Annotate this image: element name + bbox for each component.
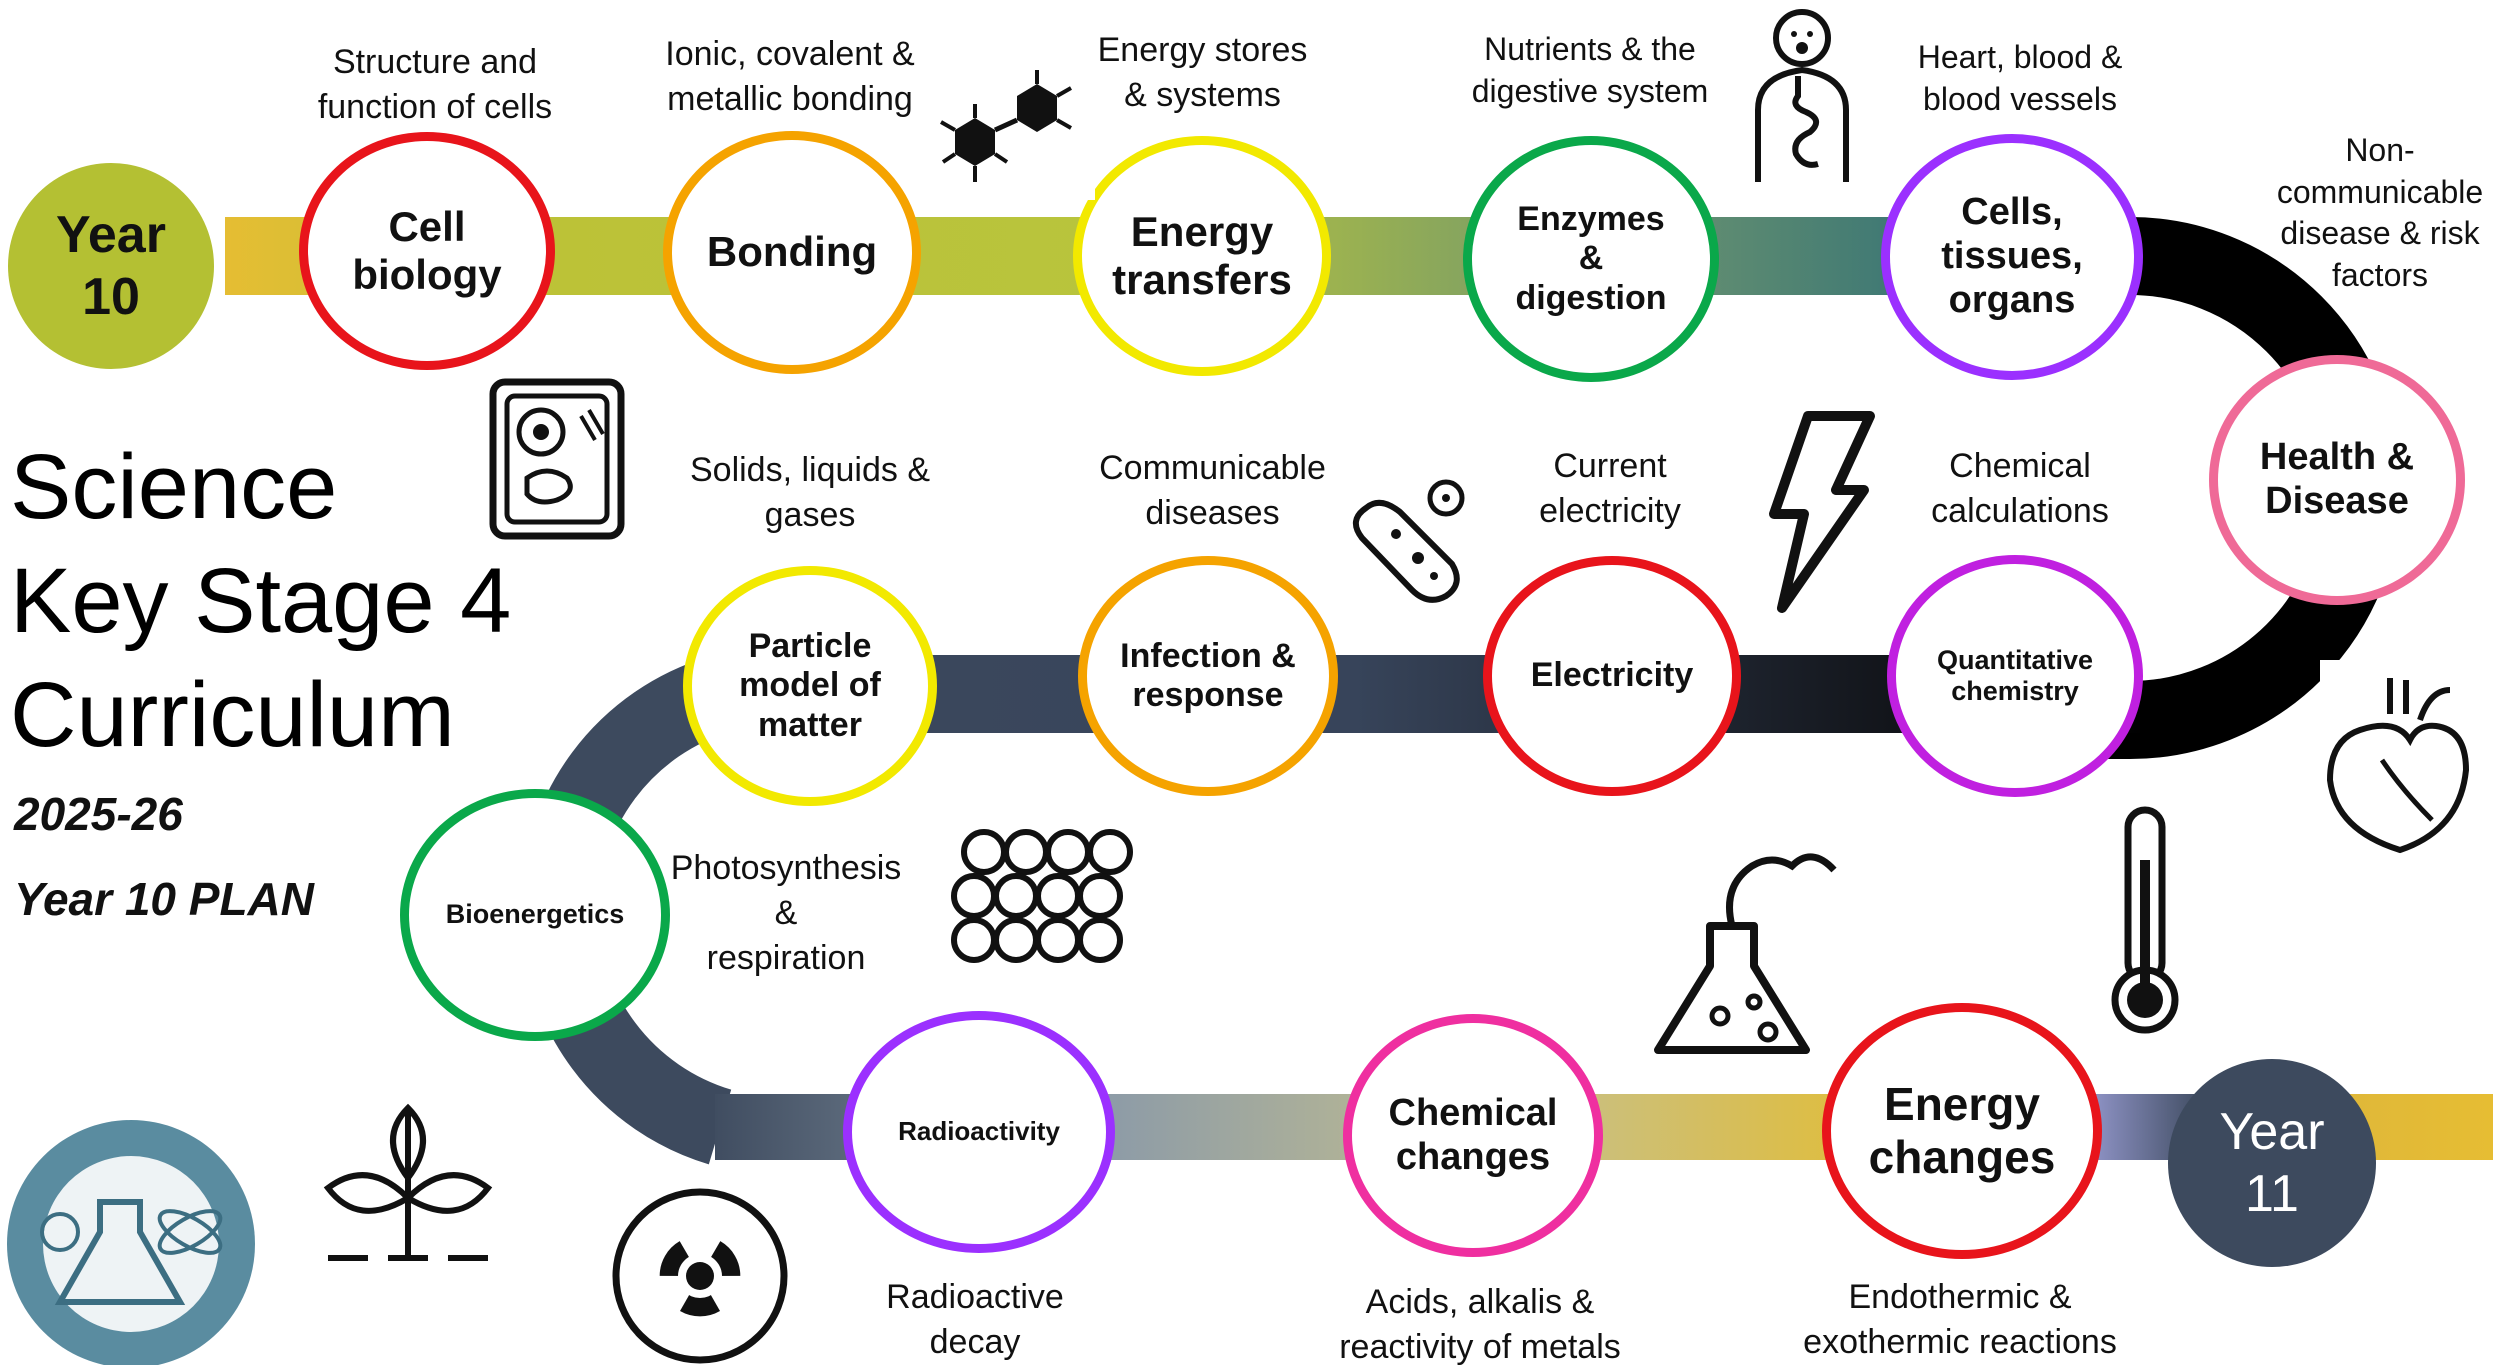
- bacteria-icon: [1340, 468, 1480, 618]
- caption-bonding: Ionic, covalent & metallic bonding: [665, 35, 915, 118]
- caption-bioenergetics: Photosynthesis & respiration: [670, 849, 902, 977]
- topic-infection-response: Infection & response: [1078, 556, 1338, 796]
- topic-particle-model: Particle model of matter: [683, 566, 937, 806]
- digestive-system-icon: [1742, 0, 1862, 190]
- title-line-3: Curriculum: [10, 664, 455, 766]
- topic-health-disease: Health & Disease: [2209, 355, 2465, 605]
- year-label: 2025-26: [14, 788, 183, 840]
- plan-label: Year 10 PLAN: [14, 873, 314, 925]
- caption-cell-biology: Structure and function of cells: [317, 43, 553, 126]
- topic-bonding: Bonding: [663, 131, 921, 374]
- caption-enzymes-digestion: Nutrients & the digestive system: [1471, 31, 1709, 110]
- heart-icon: [2320, 660, 2480, 860]
- topic-enzymes-digestion: Enzymes & digestion: [1463, 136, 1719, 382]
- thermometer-icon: [2100, 800, 2190, 1040]
- topic-cell-biology-label: Cell biology: [352, 202, 502, 298]
- topic-particle-model-label: Particle model of matter: [739, 627, 881, 744]
- year-10-line1: Year: [56, 205, 166, 264]
- topic-chemical-changes: Chemical changes: [1343, 1014, 1603, 1257]
- title-line-2: Key Stage 4: [10, 550, 512, 652]
- topic-bioenergetics: Bioenergetics: [400, 789, 670, 1041]
- year-10-line2: 10: [82, 268, 140, 326]
- caption-health-disease: Non- communicable disease & risk factors: [2276, 132, 2484, 293]
- caption-cells-tissues-organs: Heart, blood & blood vessels: [1917, 39, 2123, 118]
- topic-cells-tissues-organs-label: Cells, tissues, organs: [1941, 191, 2083, 321]
- plant-icon: [318, 1068, 498, 1268]
- topic-electricity-label: Electricity: [1530, 656, 1694, 695]
- topic-cells-tissues-organs: Cells, tissues, organs: [1881, 134, 2143, 380]
- topic-energy-changes: Energy changes: [1822, 1003, 2102, 1259]
- title-line-1: Science: [10, 436, 338, 538]
- caption-radioactivity: Radioactive decay: [886, 1278, 1064, 1361]
- caption-electricity: Current electricity: [1539, 447, 1681, 530]
- year-11-line1: Year: [2219, 1102, 2325, 1161]
- plant-cell-icon: [477, 366, 637, 552]
- flask-icon: [1650, 826, 1840, 1066]
- caption-energy-transfers: Energy stores & systems: [1097, 31, 1308, 114]
- caption-particle-model: Solids, liquids & gases: [689, 451, 930, 534]
- topic-electricity: Electricity: [1483, 556, 1741, 796]
- page-title: Science Key Stage 4 Curriculum: [10, 430, 511, 772]
- topic-energy-transfers: Energy transfers: [1073, 136, 1331, 376]
- topic-radioactivity-label: Radioactivity: [898, 1116, 1060, 1147]
- topic-energy-transfers-label: Energy transfers: [1112, 207, 1292, 303]
- lightning-icon: [1752, 398, 1884, 618]
- caption-energy-changes: Endothermic & exothermic reactions: [1803, 1278, 2117, 1361]
- particle-lattice-icon: [938, 812, 1144, 980]
- radiation-icon: [610, 1186, 790, 1366]
- topic-quantitative-chemistry-label: Quantitative chemistry: [1936, 644, 2094, 706]
- year-11-line2: 11: [2245, 1165, 2299, 1223]
- topic-quantitative-chemistry: Quantitative chemistry: [1887, 555, 2143, 797]
- topic-infection-response-label: Infection & response: [1120, 636, 1296, 714]
- caption-quantitative-chemistry: Chemical calculations: [1931, 447, 2109, 530]
- caption-chemical-changes: Acids, alkalis & reactivity of metals: [1339, 1283, 1621, 1366]
- topic-health-disease-label: Health & Disease: [2259, 436, 2415, 522]
- molecule-icon: [915, 50, 1095, 200]
- topic-enzymes-digestion-label: Enzymes & digestion: [1515, 200, 1667, 317]
- topic-cell-biology: Cell biology: [299, 132, 555, 370]
- science-at-cansfield-logo: [0, 1112, 262, 1368]
- caption-infection-response: Communicable diseases: [1099, 449, 1326, 532]
- topic-energy-changes-label: Energy changes: [1868, 1078, 2056, 1183]
- topic-bioenergetics-label: Bioenergetics: [445, 899, 625, 930]
- topic-chemical-changes-label: Chemical changes: [1388, 1091, 1558, 1178]
- topic-bonding-label: Bonding: [706, 228, 878, 276]
- topic-radioactivity: Radioactivity: [843, 1011, 1115, 1253]
